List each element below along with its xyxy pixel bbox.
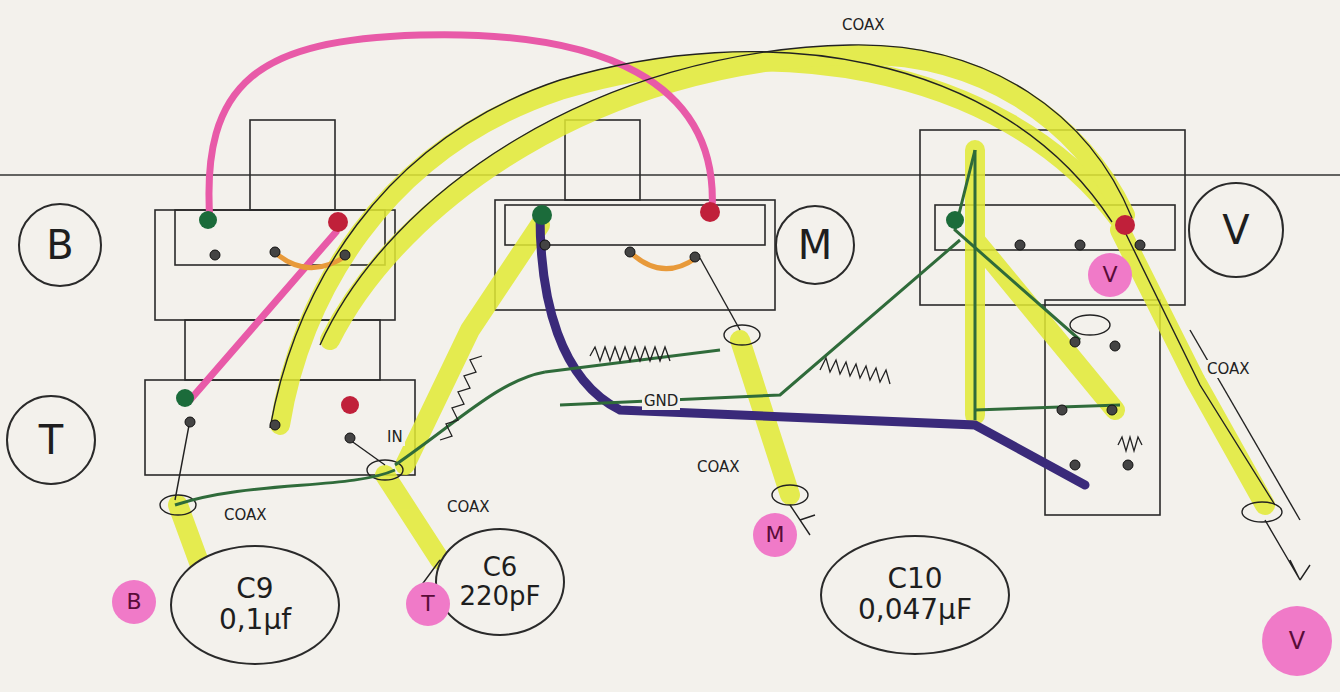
label-circle: C90,1µf [170,545,340,665]
circle-text: C6 [483,553,518,582]
circle-text: B [126,590,141,614]
coax-outline [160,45,1310,590]
circle-text: V [1289,628,1305,654]
cable-label: COAX [1205,360,1252,378]
circle-text: M [798,223,833,267]
circle-text: V [1102,263,1117,287]
pink-marker-circle: V [1262,606,1332,676]
cable-label: COAX [445,498,492,516]
label-circle: T [6,395,96,485]
label-circle: V [1188,182,1284,278]
circle-text: T [39,418,63,462]
circle-text: C10 [887,564,942,595]
pink-marker-circle: M [753,513,797,557]
circle-text: C9 [236,574,273,605]
circle-text: B [46,223,73,267]
panel-edge [0,174,1340,176]
label-circle: C6220pF [435,528,565,636]
cable-label: COAX [840,16,887,34]
cable-label: COAX [222,506,269,524]
cable-label: COAX [695,458,742,476]
circle-text: M [766,523,785,547]
circle-text: V [1222,208,1249,252]
green-wire [175,150,1120,505]
pink-wire [190,35,712,400]
label-circle: C100,047µF [820,535,1010,655]
terminal-dots [176,202,1145,470]
signal-name: GND [642,392,680,410]
coax-highlight [178,55,1265,565]
label-circle: B [18,203,102,287]
circle-text: 0,047µF [858,595,972,626]
ground-wire [540,215,1085,485]
pink-marker-circle: T [406,582,450,626]
circle-text: 0,1µf [219,605,291,636]
signal-name: IN [385,428,405,446]
pink-marker-circle: B [112,580,156,624]
pink-marker-circle: V [1088,253,1132,297]
resistor-hatch [440,347,1142,451]
circle-text: T [421,592,434,616]
circle-text: 220pF [459,582,540,611]
label-circle: M [775,205,855,285]
